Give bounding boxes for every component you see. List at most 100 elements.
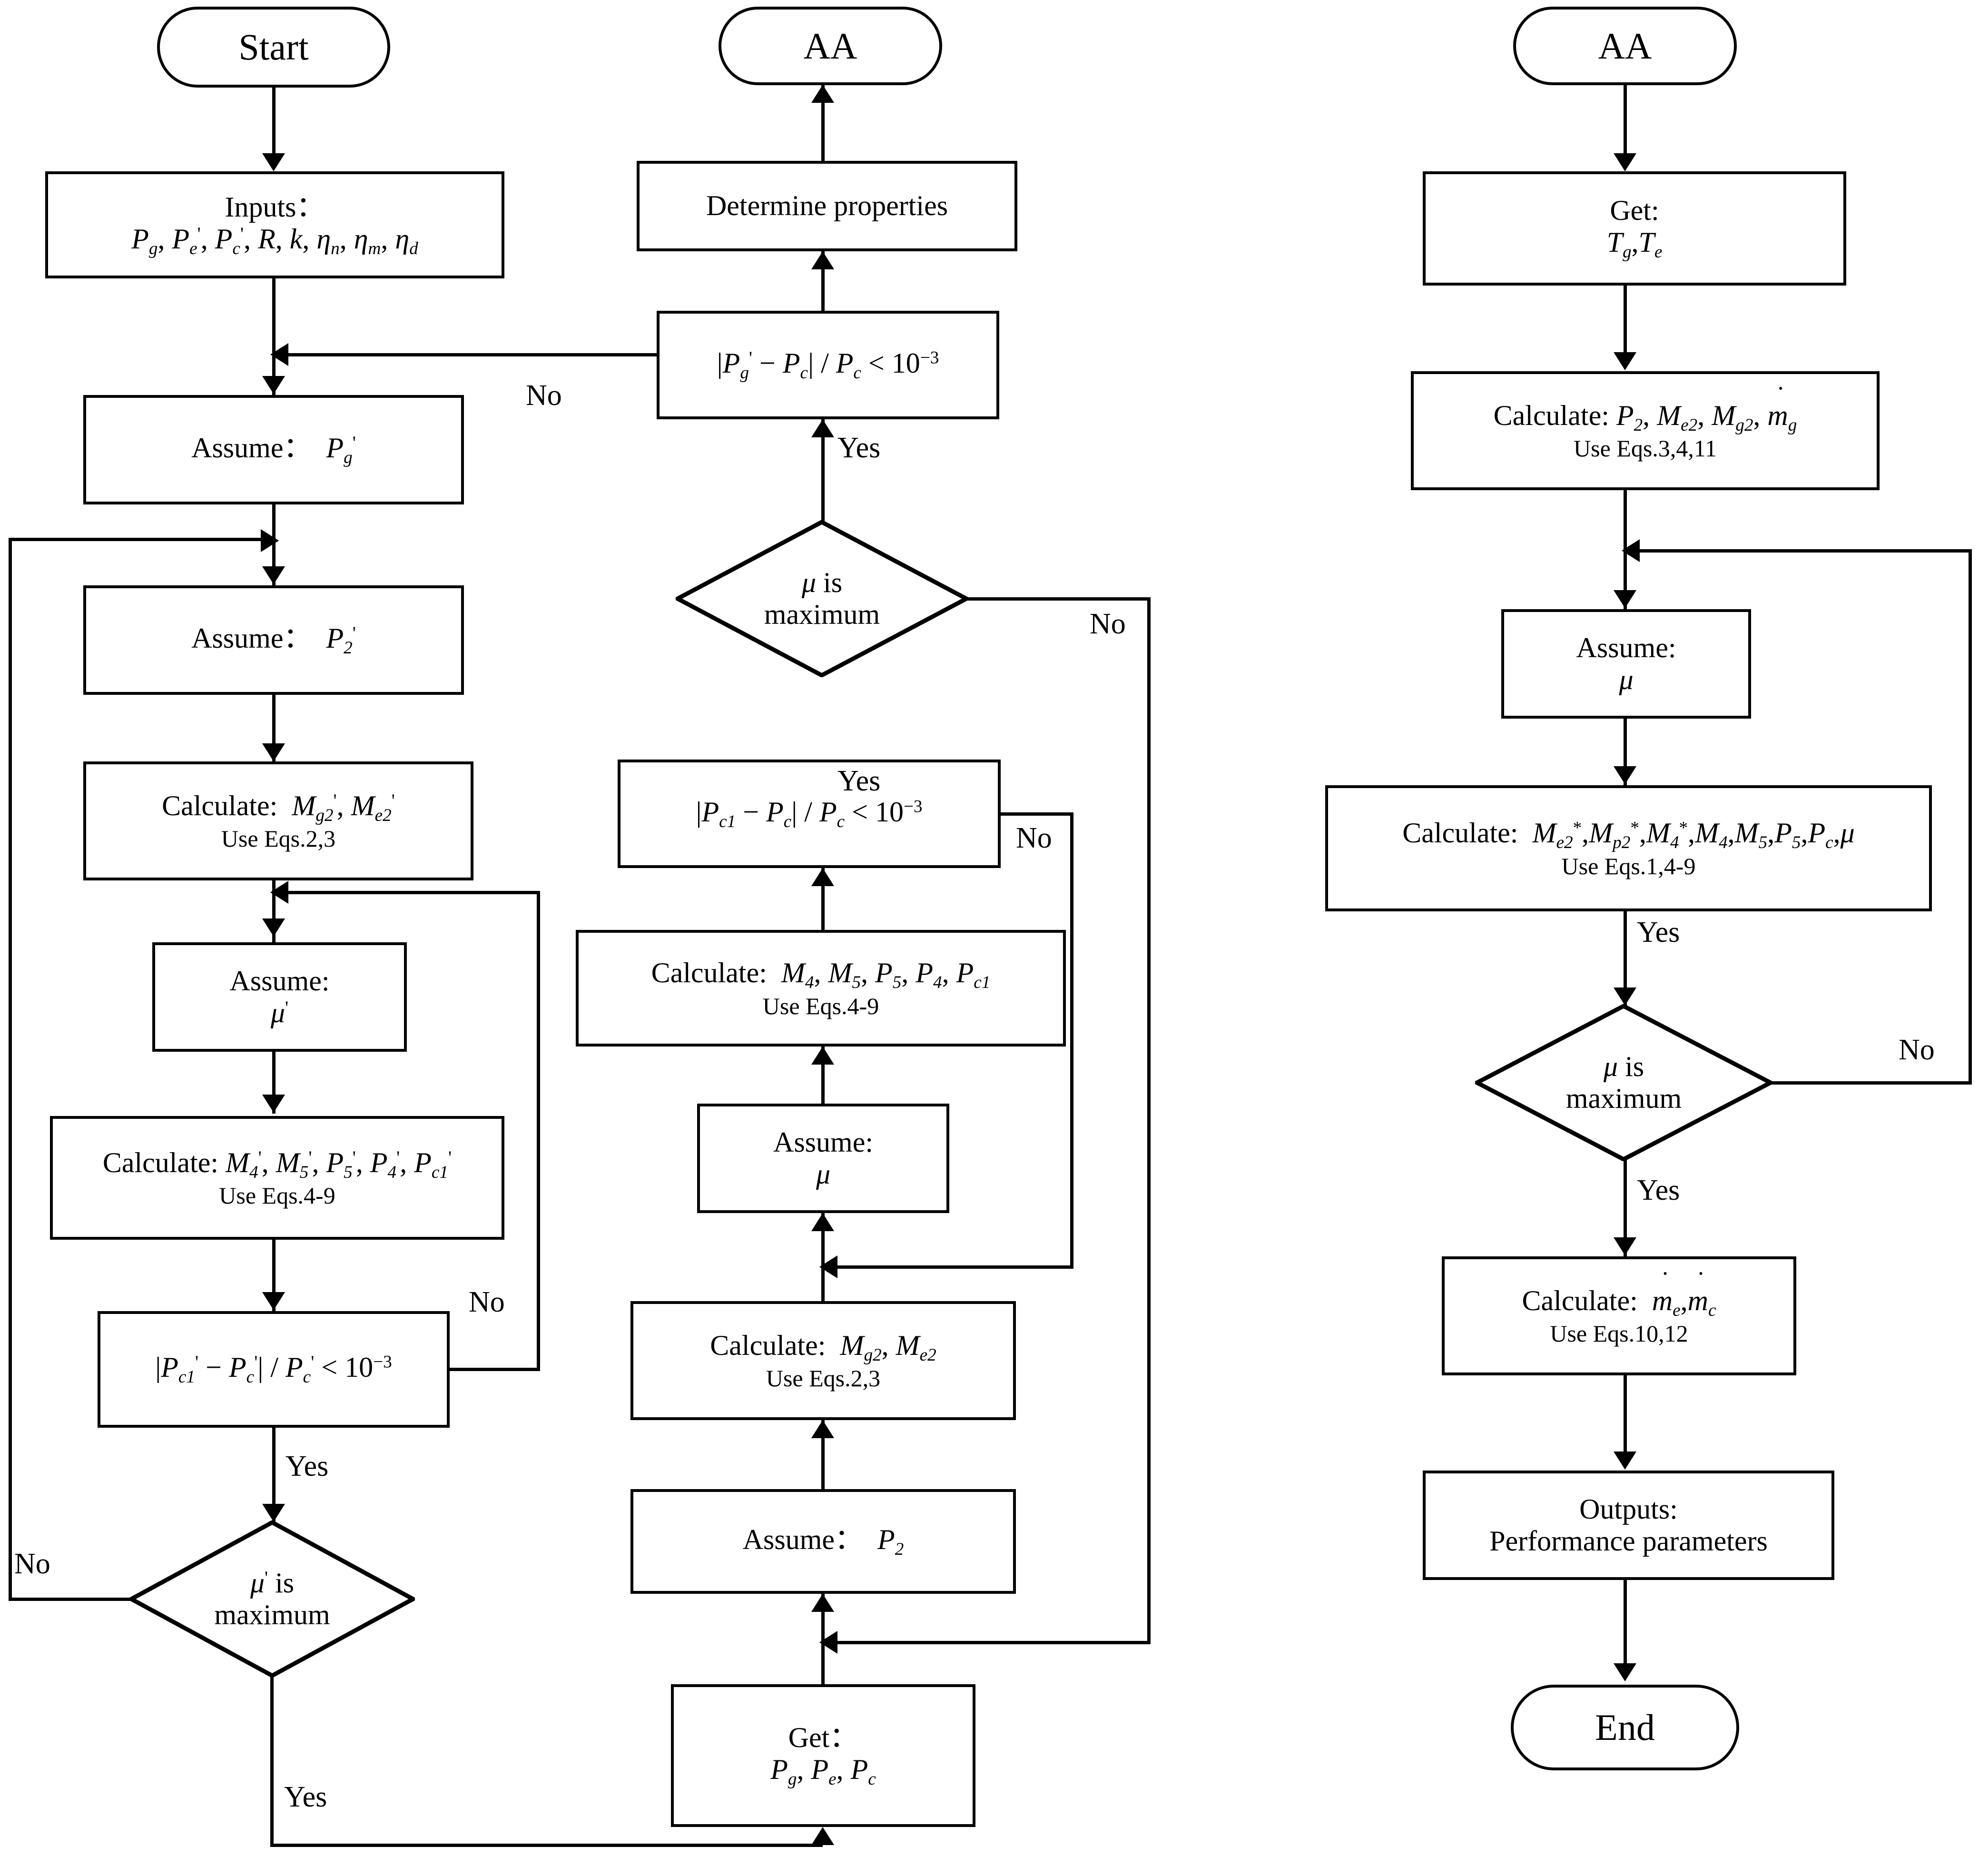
arrowhead-no-mu-middle [819, 1631, 837, 1654]
edge-calc-mp-to-check-pc [272, 1240, 276, 1311]
edge-assumemu-to-calc2-right [1624, 719, 1627, 785]
node-calc3-right: Calculate: me,mc Use Eqs.10,12 [1442, 1256, 1796, 1375]
edge-assume-p2-to-calc-m [272, 695, 276, 761]
arrowhead-outputs-to-end-right [1614, 1663, 1636, 1681]
node-calc-mg2-me2-prime-text: Calculate: [162, 790, 278, 821]
node-get-middle-vars: Pg, Pe, Pc [770, 1754, 876, 1789]
node-assume-mu-middle-title: Assume: [773, 1126, 873, 1158]
node-assume-p2: Assume： P2' [83, 585, 464, 695]
node-get-middle-title: Get： [788, 1722, 858, 1753]
node-get-middle: Get： Pg, Pe, Pc [671, 1684, 975, 1827]
edge-no-mu-prime-v [9, 538, 12, 1600]
edge-no-mu-right-h2 [1632, 549, 1972, 553]
decision-mu-middle-line1: μ is [801, 566, 843, 598]
arrowhead-no-mu-right [1622, 539, 1640, 562]
node-assume-p2-label: Assume： P2' [191, 622, 356, 658]
edge-yes-mu-prime-v [270, 1675, 274, 1846]
node-assume-p2-middle-text: Assume： [742, 1523, 864, 1555]
edge-calcm4-to-checkpc1 [821, 868, 825, 930]
node-decision-mu-right-label: μ is maximum [1475, 1004, 1772, 1161]
arrowhead-assume-mu-to-calc-mp [262, 1095, 285, 1113]
node-check-pg-prime-expr: |Pg' − Pc| / Pc < 10−3 [717, 347, 939, 383]
edge-assumep2-to-calcmg2 [821, 1420, 825, 1489]
edge-no-mu-prime-h1 [9, 1598, 133, 1601]
node-aa-right: AA [1513, 7, 1737, 85]
node-calc2-right-title: Calculate: Me2*,Mp2*,M4*,M4,M5,P5,Pc,μ [1402, 817, 1855, 853]
node-calc2-right-eqs: Use Eqs.1,4-9 [1561, 852, 1696, 879]
node-aa-right-label: AA [1598, 25, 1652, 67]
edge-label-yes-checkpc1: Yes [837, 765, 881, 797]
edge-label-yes-calc2-right: Yes [1637, 916, 1680, 948]
edge-aa-to-get-right [1624, 85, 1627, 157]
node-get-right: Get: Tg,Te [1423, 171, 1846, 286]
arrowhead-decision-to-calc3-right [1614, 1237, 1636, 1255]
edge-assume-mu-to-calc-mp [272, 1052, 276, 1114]
node-calc-mg2-middle: Calculate: Mg2, Me2 Use Eqs.2,3 [630, 1301, 1016, 1420]
arrowhead-calcm4-to-checkpc1 [811, 868, 834, 886]
node-outputs-right-title: Outputs: [1579, 1493, 1678, 1525]
decision-mu-right-line1: μ is [1603, 1050, 1644, 1082]
node-calc3-right-text: Calculate: [1522, 1284, 1638, 1316]
arrowhead-mu-to-checkpg [811, 419, 834, 437]
arrowhead-determine-to-aa [811, 85, 834, 103]
node-calc-m4-middle: Calculate: M4, M5, P5, P4, Pc1 Use Eqs.4… [576, 930, 1066, 1047]
edge-get-to-calc1-right [1624, 286, 1627, 362]
node-calc-m4-prime-text: Calculate: [102, 1146, 219, 1178]
node-calc3-right-title: Calculate: me,mc [1522, 1268, 1716, 1321]
arrowhead-calc2-to-decision-right [1614, 987, 1636, 1006]
arrowhead-no-mu-prime [261, 529, 279, 552]
node-check-pc1-expr: |Pc1 − Pc| / Pc < 10−3 [696, 796, 923, 831]
arrowhead-assumemu-to-calcm4 [811, 1047, 834, 1065]
node-end: End [1511, 1685, 1739, 1770]
arrowhead-assumep2-to-calcmg2 [811, 1420, 834, 1438]
node-calc2-right-text: Calculate: [1402, 817, 1518, 849]
node-calc1-right-text: Calculate: [1493, 399, 1609, 431]
node-calc-m4-middle-eqs: Use Eqs.4-9 [762, 992, 879, 1019]
edge-label-yes-mu-prime: Yes [284, 1781, 327, 1813]
edge-no-checkpc1-h2 [830, 1265, 1073, 1269]
node-inputs-vars: Pg, Pe', Pc', R, k, ηn, ηm, ηd [131, 223, 418, 258]
node-calc-m4-prime-eqs: Use Eqs.4-9 [219, 1182, 335, 1209]
node-start-label: Start [238, 26, 309, 68]
arrowhead-assume-p2-to-calc-m [262, 743, 285, 761]
node-calc1-right-eqs: Use Eqs.3,4,11 [1574, 435, 1717, 462]
edge-label-yes-check-pc1: Yes [286, 1450, 329, 1482]
arrowhead-no-check-pc1 [270, 881, 288, 904]
edge-start-to-inputs [272, 88, 276, 157]
diamond-shape-mu-right [1475, 1004, 1772, 1161]
arrowhead-check-pc1-to-decision [262, 1504, 285, 1522]
edge-label-no-check-pg: No [526, 379, 562, 412]
decision-mu-middle-line2: maximum [764, 599, 880, 630]
arrowhead-no-checkpc1 [819, 1255, 837, 1278]
node-calc-m4-middle-text: Calculate: [651, 957, 767, 989]
edge-label-no-mu-prime: No [14, 1548, 50, 1580]
edge-no-mu-middle-h2 [830, 1641, 1151, 1644]
node-assume-pg: Assume： Pg' [83, 395, 464, 504]
node-calc-m4-prime-title: Calculate: M4', M5', P5', P4', Pc1' [102, 1146, 452, 1182]
node-calc-mg2-middle-title: Calculate: Mg2, Me2 [710, 1329, 936, 1365]
node-aa-middle: AA [719, 7, 942, 85]
node-calc-m4-middle-title: Calculate: M4, M5, P5, P4, Pc1 [651, 957, 991, 993]
arrowhead-calc-m-to-assume-mu [262, 918, 285, 937]
node-start: Start [157, 7, 390, 88]
arrowhead-checkpg-to-determine [811, 251, 834, 269]
node-assume-mu-right: Assume: μ [1501, 609, 1751, 719]
node-check-pg-prime: |Pg' − Pc| / Pc < 10−3 [657, 311, 999, 419]
node-assume-pg-text: Assume： [191, 432, 312, 464]
node-assume-mu-middle: Assume: μ [697, 1104, 949, 1213]
edge-calc-m-to-assume-mu [272, 880, 276, 942]
edge-no-check-pg-h [286, 353, 658, 356]
edge-mu-to-checkpg [821, 419, 825, 522]
node-assume-p2-middle: Assume： P2 [630, 1489, 1016, 1594]
arrowhead-start-to-inputs [262, 153, 285, 171]
node-decision-mu-right: μ is maximum [1475, 1004, 1772, 1161]
arrowhead-assumemu-to-calc2-right [1614, 766, 1636, 784]
node-inputs-title: Inputs： [225, 191, 325, 223]
decision-mu-prime-line2: maximum [214, 1599, 330, 1631]
node-calc-mg2-middle-text: Calculate: [710, 1329, 826, 1361]
arrowhead-aa-to-get-right [1614, 153, 1636, 171]
arrowhead-get-to-assumep2 [811, 1594, 834, 1612]
edge-no-check-pc1-h2 [281, 891, 540, 894]
node-assume-p2-middle-label: Assume： P2 [742, 1523, 904, 1559]
